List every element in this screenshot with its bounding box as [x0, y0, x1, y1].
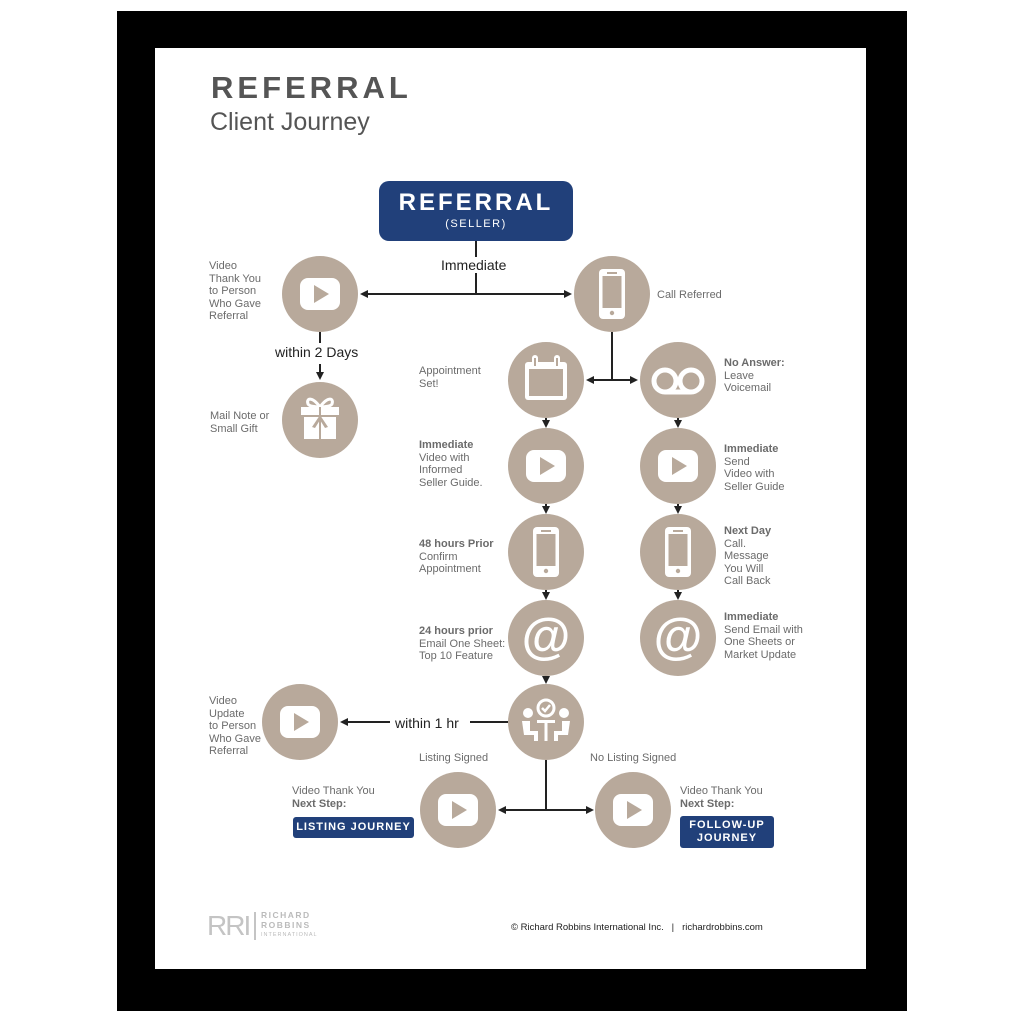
referral-node-title: REFERRAL — [398, 189, 554, 216]
label-send-video: Immediate Send Video with Seller Guide — [724, 443, 785, 493]
label-no-answer: No Answer: Leave Voicemail — [724, 357, 785, 394]
page-title: REFERRAL — [211, 70, 412, 105]
label-call-referred: Call Referred — [657, 289, 722, 301]
node-confirm-appointment — [508, 514, 584, 590]
listing-journey-button[interactable]: LISTING JOURNEY — [293, 817, 414, 838]
branch-label-listing-signed: Listing Signed — [419, 752, 489, 764]
node-call-referred — [574, 256, 650, 332]
label-email-one-sheet: 24 hours prior Email One Sheet: Top 10 F… — [419, 625, 506, 662]
label-send-email: Immediate Send Email with One Sheets or … — [724, 611, 803, 661]
email-at-icon: @ — [522, 608, 571, 664]
video-play-icon — [438, 794, 478, 826]
label-next-day-call: Next Day Call. Message You Will Call Bac… — [724, 525, 772, 587]
node-mail-gift — [282, 382, 358, 458]
label-listing-signed: Video Thank You Next Step: — [292, 785, 375, 810]
connector-label-immediate: Immediate — [437, 257, 511, 273]
label-video-thank-you: Video Thank You to Person Who Gave Refer… — [209, 260, 261, 322]
node-next-day-call — [640, 514, 716, 590]
connector-label-within-1-hr: within 1 hr — [391, 715, 463, 731]
node-listing-meeting — [508, 684, 584, 760]
page-subtitle: Client Journey — [210, 108, 370, 136]
node-video-thank-you — [282, 256, 358, 332]
phone-icon — [665, 527, 691, 577]
phone-icon — [533, 527, 559, 577]
connector-label-within-2-days: within 2 Days — [271, 344, 363, 360]
node-send-video-seller-guide — [640, 428, 716, 504]
branch-label-no-listing-signed: No Listing Signed — [590, 752, 677, 764]
label-mail-gift: Mail Note or Small Gift — [210, 410, 270, 435]
video-play-icon — [526, 450, 566, 482]
node-no-listing-signed-video — [595, 772, 671, 848]
svg-text:@: @ — [522, 608, 571, 664]
label-confirm-appointment: 48 hours Prior Confirm Appointment — [419, 538, 494, 575]
video-play-icon — [613, 794, 653, 826]
node-appointment-set — [508, 342, 584, 418]
svg-text:@: @ — [654, 608, 703, 664]
video-play-icon — [658, 450, 698, 482]
email-at-icon: @ — [654, 608, 703, 664]
rri-logo: RRI RICHARD ROBBINS INTERNATIONAL — [207, 910, 317, 942]
logo-wordmark: RICHARD ROBBINS INTERNATIONAL — [261, 910, 318, 938]
label-appointment-set: Appointment Set! — [419, 365, 481, 390]
follow-up-journey-button[interactable]: FOLLOW-UP JOURNEY — [680, 816, 774, 848]
video-play-icon — [300, 278, 340, 310]
label-video-update: Video Update to Person Who Gave Referral — [209, 695, 261, 757]
label-video-informed: Immediate Video with Informed Seller Gui… — [419, 439, 483, 489]
meeting-icon — [522, 698, 570, 741]
video-play-icon — [280, 706, 320, 738]
footer-copyright: © Richard Robbins International Inc. | r… — [511, 922, 763, 933]
gift-icon — [301, 397, 339, 439]
logo-divider — [254, 912, 256, 940]
node-listing-signed-video — [420, 772, 496, 848]
website-link[interactable]: richardrobbins.com — [682, 922, 763, 933]
calendar-icon — [525, 355, 567, 400]
node-send-email: @ — [640, 600, 716, 676]
logo-mark: RRI — [207, 910, 251, 941]
node-video-update — [262, 684, 338, 760]
referral-node-subtitle: (SELLER) — [445, 218, 507, 230]
referral-seller-node: REFERRAL (SELLER) — [379, 181, 573, 241]
phone-icon — [599, 269, 625, 319]
node-email-one-sheet: @ — [508, 600, 584, 676]
node-video-informed-seller-guide — [508, 428, 584, 504]
label-no-listing-signed: Video Thank You Next Step: — [680, 785, 763, 810]
node-no-answer-voicemail — [640, 342, 716, 418]
voicemail-icon — [651, 367, 705, 395]
